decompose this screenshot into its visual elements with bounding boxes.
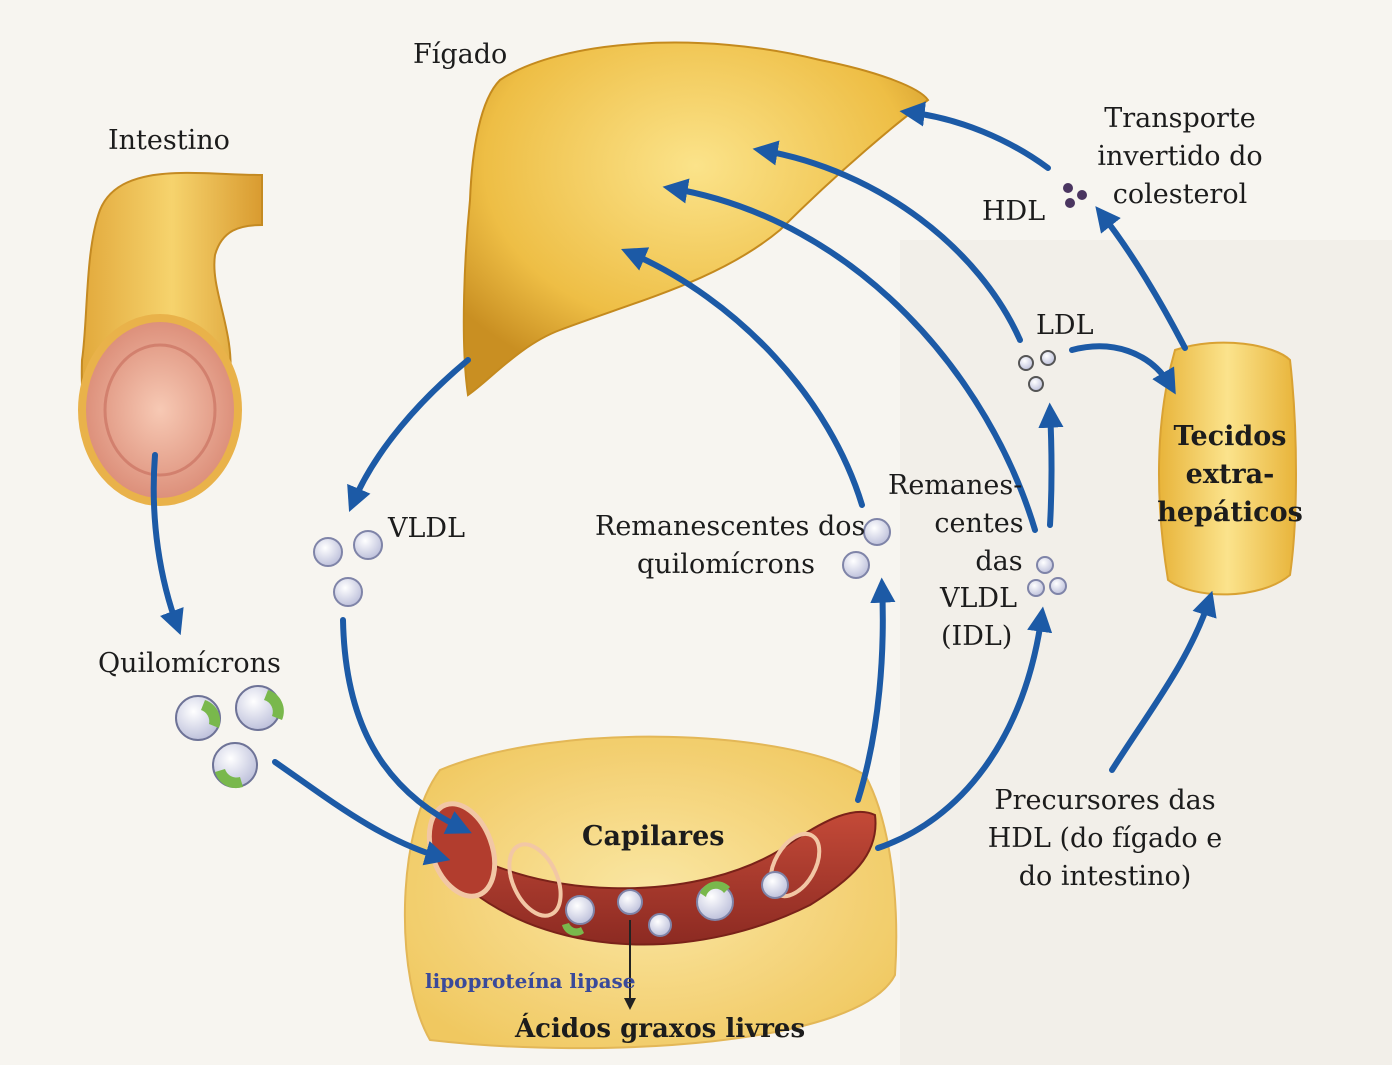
label-vldl-remnants-line4: VLDL [940,580,1017,618]
hdl-particle [1065,198,1075,208]
label-vldl-remnants-line1: Remanes- [888,467,1020,505]
vldl-particle [354,531,382,559]
remnant-particle [864,519,890,545]
ldl-particle [1019,356,1033,370]
label-capillaries: Capilares [582,818,724,856]
label-free-fatty-acids: Ácidos graxos livres [515,1010,805,1048]
label-chylomicrons: Quilomícrons [98,645,281,683]
label-vldl-remnants-line5: (IDL) [941,618,1012,656]
vldl-particle [314,538,342,566]
capillary-particle [618,890,642,914]
label-hdl-precursors-line2: HDL (do fígado e [980,820,1230,858]
arrow-idl-to-ldl [1050,410,1052,525]
idl-particle [1028,580,1044,596]
label-reverse-transport-line2: invertido do [1090,138,1270,176]
label-vldl: VLDL [388,510,465,548]
label-tissues-line3: hepáticos [1150,494,1310,532]
remnant-particle [843,552,869,578]
label-tissues-line2: extra- [1160,456,1300,494]
label-hdl: HDL [982,193,1045,231]
label-chylomicron-remnants-line2: quilomícrons [637,546,815,584]
label-chylomicron-remnants-line1: Remanescentes dos [595,508,865,546]
label-vldl-remnants-line3: das [933,543,1065,581]
label-intestine: Intestino [108,122,230,160]
vldl-particle [334,578,362,606]
label-lipoprotein-lipase: lipoproteína lipase [425,962,636,1000]
ldl-particle [1041,351,1055,365]
label-hdl-precursors-line1: Precursores das [990,782,1220,820]
label-liver: Fígado [413,36,507,74]
capillary-particle [566,896,594,924]
hdl-particle [1077,190,1087,200]
capillary-particle [762,872,788,898]
label-hdl-precursors-line3: do intestino) [1000,858,1210,896]
label-reverse-transport-line1: Transporte [1090,100,1270,138]
label-ldl: LDL [1036,307,1094,345]
capillary-particle [649,914,671,936]
hdl-particle [1063,183,1073,193]
label-reverse-transport-line3: colesterol [1100,176,1260,214]
label-vldl-remnants-line2: centes [913,505,1045,543]
ldl-particle [1029,377,1043,391]
label-tissues-line1: Tecidos [1160,418,1300,456]
